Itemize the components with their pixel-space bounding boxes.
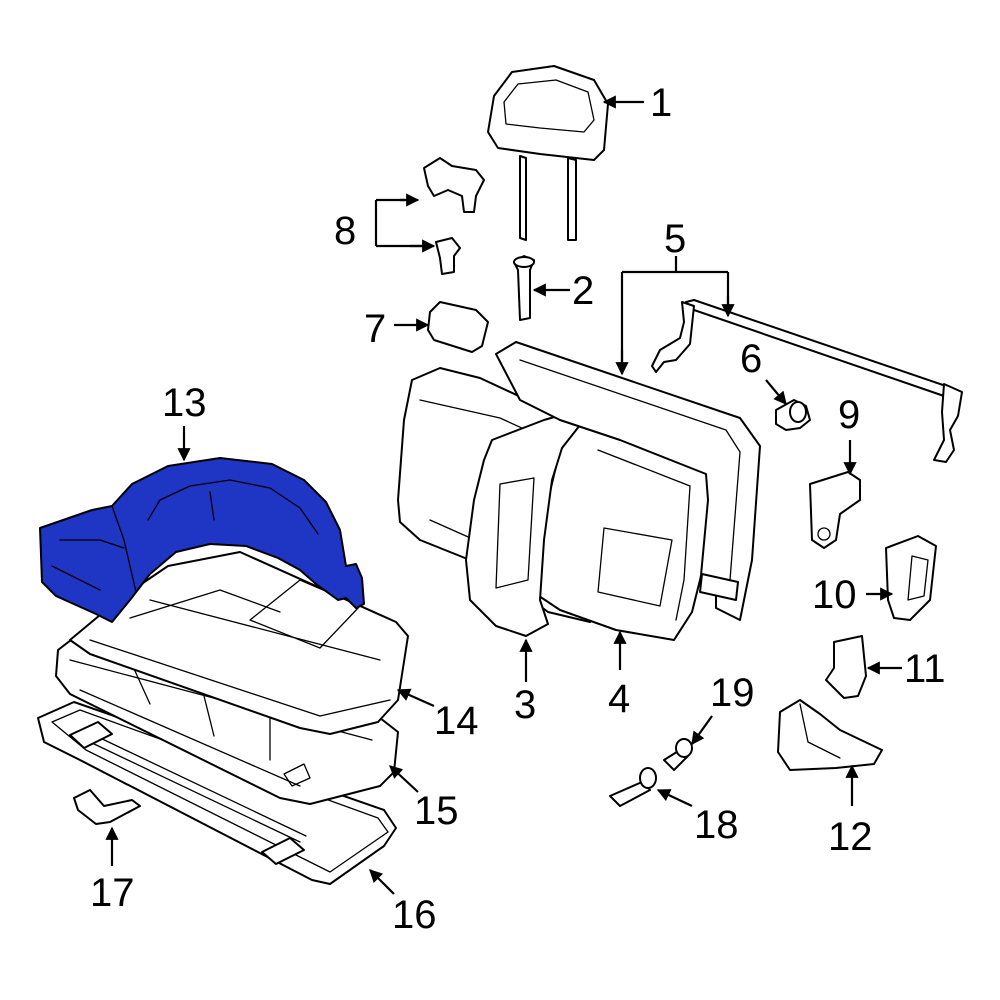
part-2-headrest-guide[interactable] <box>513 255 535 321</box>
callout-16: 16 <box>392 893 437 937</box>
part-5-latch-rod[interactable] <box>651 299 963 463</box>
callout-11: 11 <box>904 647 946 691</box>
callout-15: 15 <box>414 789 459 833</box>
callout-10: 10 <box>812 573 857 617</box>
callout-7: 7 <box>364 307 386 351</box>
callout-12: 12 <box>828 815 873 859</box>
callout-17: 17 <box>90 871 135 915</box>
part-7-cap[interactable] <box>427 301 489 353</box>
part-1-headrest[interactable] <box>487 65 609 241</box>
callout-4: 4 <box>608 677 630 721</box>
part-8-guide-and-button[interactable] <box>423 157 485 275</box>
callout-8: 8 <box>334 209 356 253</box>
part-11-hinge[interactable] <box>825 635 867 699</box>
part-17-clip[interactable] <box>73 789 141 825</box>
callout-3: 3 <box>514 683 536 727</box>
callout-13: 13 <box>162 381 207 425</box>
callout-18: 18 <box>694 803 739 847</box>
part-19-clip[interactable] <box>663 738 693 771</box>
part-13-highlighted-cover[interactable] <box>39 457 365 623</box>
callout-9: 9 <box>838 393 860 437</box>
callout-14: 14 <box>434 699 479 743</box>
callout-2: 2 <box>572 269 594 313</box>
part-12-trim[interactable] <box>777 699 883 771</box>
part-6-bushing[interactable] <box>775 399 811 431</box>
part-10-cover[interactable] <box>885 535 937 621</box>
callout-6: 6 <box>740 337 762 381</box>
callout-1: 1 <box>650 81 672 125</box>
callout-5: 5 <box>664 217 686 261</box>
part-9-bracket[interactable] <box>809 471 861 549</box>
leader-lines <box>105 95 902 895</box>
seatback-frame <box>495 341 761 621</box>
callout-19: 19 <box>710 671 755 715</box>
part-18-bolt[interactable] <box>609 767 657 807</box>
callout-labels: 1 2 3 4 5 6 7 8 9 10 11 12 13 14 15 16 1… <box>90 81 946 937</box>
